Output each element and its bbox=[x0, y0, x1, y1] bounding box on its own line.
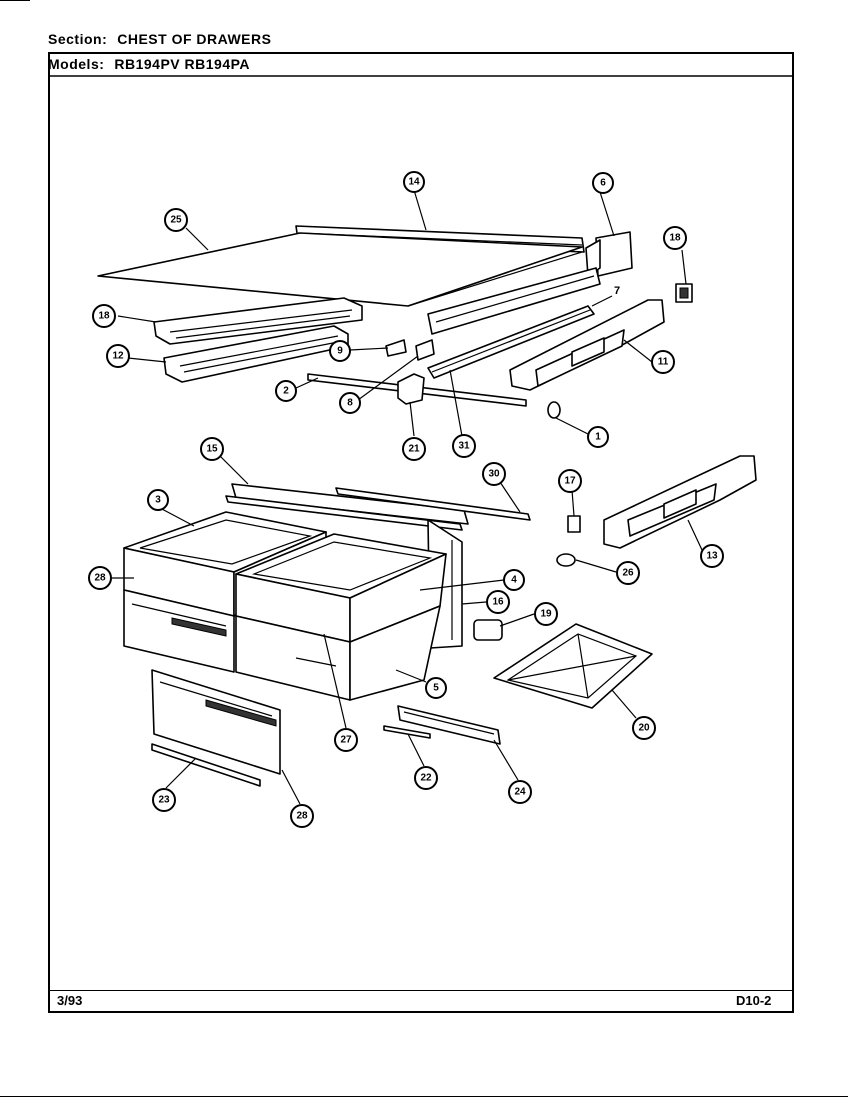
slide-track bbox=[397, 705, 501, 745]
callout-2: 2 bbox=[275, 380, 297, 402]
callout-label: 1 bbox=[595, 432, 601, 443]
drawer-face bbox=[151, 669, 281, 775]
callout-label: 19 bbox=[540, 609, 552, 620]
cam bbox=[547, 401, 561, 419]
callout-31: 31 bbox=[452, 434, 476, 458]
section-heading: Section: CHEST OF DRAWERS bbox=[48, 31, 271, 47]
rod-long bbox=[335, 487, 531, 521]
models-value: RB194PV RB194PA bbox=[114, 56, 251, 72]
callout-11: 11 bbox=[651, 350, 675, 374]
callout-18-clip: 18 bbox=[663, 226, 687, 250]
callout-7: 7 bbox=[614, 285, 620, 297]
footer-divider bbox=[48, 990, 794, 991]
section-value: CHEST OF DRAWERS bbox=[117, 31, 272, 47]
callout-label: 2 bbox=[283, 386, 289, 397]
callout-18-slide: 18 bbox=[92, 304, 116, 328]
callout-label: 14 bbox=[408, 177, 420, 188]
callout-17: 17 bbox=[558, 469, 582, 493]
leader-lines bbox=[112, 189, 703, 805]
callout-21: 21 bbox=[402, 437, 426, 461]
models-heading: Models: RB194PV RB194PA bbox=[48, 56, 250, 72]
callout-label: 7 bbox=[614, 285, 620, 297]
callout-label: 25 bbox=[170, 215, 182, 226]
revision-date: 3/93 bbox=[57, 993, 83, 1008]
callout-label: 11 bbox=[658, 357, 669, 368]
callout-15: 15 bbox=[200, 437, 224, 461]
callout-label: 12 bbox=[112, 351, 124, 362]
callout-label: 20 bbox=[638, 723, 650, 734]
callout-label: 30 bbox=[488, 469, 500, 480]
left-slide-upper bbox=[153, 297, 363, 345]
callout-20: 20 bbox=[632, 716, 656, 740]
callout-8: 8 bbox=[339, 392, 361, 414]
latch bbox=[473, 619, 503, 641]
callout-label: 18 bbox=[98, 311, 110, 322]
callout-28-pan: 28 bbox=[88, 566, 112, 590]
callout-30: 30 bbox=[482, 462, 506, 486]
top-trim bbox=[225, 483, 469, 531]
right-support-upper bbox=[509, 299, 665, 391]
slide-rail bbox=[427, 305, 595, 379]
top-edge-mark bbox=[0, 0, 30, 1]
callout-label: 24 bbox=[514, 787, 526, 798]
callout-label: 23 bbox=[158, 795, 170, 806]
callout-label: 27 bbox=[340, 735, 352, 746]
right-support-lower bbox=[603, 455, 757, 549]
models-label: Models: bbox=[48, 56, 105, 72]
callout-label: 31 bbox=[458, 441, 470, 452]
callout-9: 9 bbox=[329, 340, 351, 362]
callout-label: 26 bbox=[622, 568, 634, 579]
drawer-left-front bbox=[123, 589, 235, 673]
callout-3: 3 bbox=[147, 489, 169, 511]
callout-25: 25 bbox=[164, 208, 188, 232]
callout-19: 19 bbox=[534, 602, 558, 626]
callout-label: 18 bbox=[669, 233, 681, 244]
frame-cover bbox=[493, 623, 653, 709]
page-code: D10-2 bbox=[736, 993, 772, 1008]
callout-23: 23 bbox=[152, 788, 176, 812]
callout-label: 6 bbox=[600, 178, 606, 189]
bottom-edge-line bbox=[0, 1096, 848, 1097]
callout-28-face: 28 bbox=[290, 804, 314, 828]
callout-label: 28 bbox=[296, 811, 308, 822]
callout-label: 3 bbox=[155, 495, 161, 506]
callout-22: 22 bbox=[414, 766, 438, 790]
drawer-bin bbox=[349, 605, 441, 701]
callout-5: 5 bbox=[425, 677, 447, 699]
callout-1: 1 bbox=[587, 426, 609, 448]
trim-strip bbox=[151, 743, 261, 787]
callout-label: 13 bbox=[706, 551, 718, 562]
callout-label: 4 bbox=[511, 575, 517, 586]
small-clip bbox=[385, 339, 435, 361]
callout-6: 6 bbox=[592, 172, 614, 194]
diagram-frame bbox=[48, 52, 794, 1013]
callout-label: 21 bbox=[408, 444, 420, 455]
callout-label: 5 bbox=[433, 683, 439, 694]
callout-label: 17 bbox=[564, 476, 576, 487]
stop bbox=[567, 515, 581, 533]
callout-12: 12 bbox=[106, 344, 130, 368]
callout-label: 28 bbox=[94, 573, 106, 584]
callout-label: 15 bbox=[206, 444, 218, 455]
clip-upper-right bbox=[675, 283, 693, 303]
callout-24: 24 bbox=[508, 780, 532, 804]
callout-label: 22 bbox=[420, 773, 432, 784]
callout-16: 16 bbox=[486, 590, 510, 614]
right-shelf-rail bbox=[427, 267, 601, 335]
right-bracket bbox=[585, 231, 633, 277]
callout-14: 14 bbox=[403, 171, 425, 193]
callout-26: 26 bbox=[616, 561, 640, 585]
callout-label: 9 bbox=[337, 346, 343, 357]
callout-4: 4 bbox=[503, 569, 525, 591]
callout-13: 13 bbox=[700, 544, 724, 568]
knob bbox=[556, 553, 576, 567]
callout-label: 16 bbox=[492, 597, 504, 608]
callout-27: 27 bbox=[334, 728, 358, 752]
block bbox=[397, 373, 425, 405]
glass-shelf bbox=[97, 232, 583, 307]
section-label: Section: bbox=[48, 31, 108, 47]
callout-label: 8 bbox=[347, 398, 353, 409]
pin bbox=[383, 725, 431, 739]
